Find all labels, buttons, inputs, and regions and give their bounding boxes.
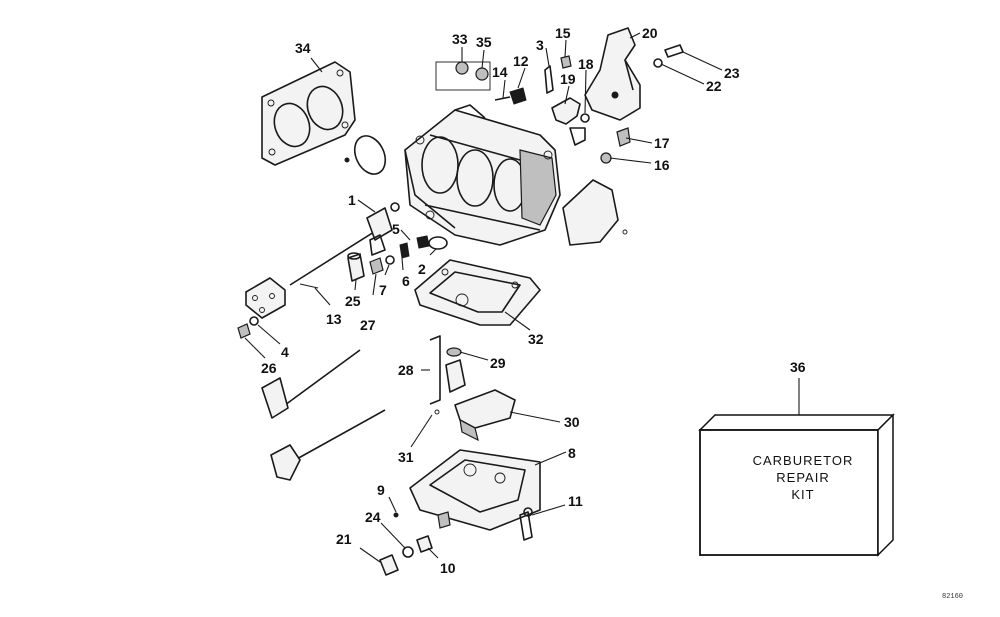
callout-14: 14 — [492, 64, 508, 80]
callout-2: 2 — [418, 261, 426, 277]
callout-30: 30 — [564, 414, 580, 430]
kit-label-line1: CARBURETOR — [753, 453, 854, 468]
top-hardware-cluster — [435, 61, 527, 105]
callout-34: 34 — [295, 40, 311, 56]
callout-20: 20 — [642, 25, 658, 41]
callout-25: 25 — [345, 293, 361, 309]
callout-8: 8 — [568, 445, 576, 461]
callout-3: 3 — [536, 37, 544, 53]
callout-31: 31 — [398, 449, 414, 465]
choke-shaft-assembly — [237, 316, 386, 481]
callout-24: 24 — [365, 509, 381, 525]
callout-18: 18 — [578, 56, 594, 72]
callout-11: 11 — [568, 493, 583, 509]
callout-23: 23 — [724, 65, 740, 81]
kit-label-line2: REPAIR — [776, 470, 829, 485]
flange-gasket-34 — [261, 61, 356, 166]
bowl-hardware-cluster — [379, 507, 533, 576]
callout-6: 6 — [402, 273, 410, 289]
bowl-gasket-32 — [414, 259, 541, 326]
callout-12: 12 — [513, 53, 529, 69]
callout-21: 21 — [336, 531, 352, 547]
callout-19: 19 — [560, 71, 576, 87]
callout-29: 29 — [490, 355, 506, 371]
float-bowl-8 — [409, 449, 541, 531]
callout-13: 13 — [326, 311, 342, 327]
callout-22: 22 — [706, 78, 722, 94]
callout-9: 9 — [377, 482, 385, 498]
callout-7: 7 — [379, 282, 387, 298]
callout-5: 5 — [392, 221, 400, 237]
callout-35: 35 — [476, 34, 492, 50]
callout-4: 4 — [281, 344, 289, 360]
kit-label-line3: KIT — [791, 487, 814, 502]
callout-33: 33 — [452, 31, 468, 47]
choke-cam-assembly — [544, 27, 684, 246]
callout-15: 15 — [555, 25, 571, 41]
callout-16: 16 — [654, 157, 670, 173]
throttle-shaft-assembly — [245, 207, 393, 319]
float-assembly — [429, 335, 516, 442]
throttle-plate — [344, 135, 387, 175]
callout-26: 26 — [261, 360, 277, 376]
callout-36: 36 — [790, 359, 806, 375]
callout-1: 1 — [348, 192, 356, 208]
carburetor-body — [404, 104, 561, 246]
callout-17: 17 — [654, 135, 670, 151]
figure-number: 82160 — [942, 593, 963, 601]
callout-labels: 1 2 3 4 5 6 7 8 9 10 11 12 13 14 15 16 1… — [261, 25, 806, 576]
callout-10: 10 — [440, 560, 456, 576]
small-hardware-cluster — [347, 202, 448, 282]
callout-28: 28 — [398, 362, 414, 378]
callout-32: 32 — [528, 331, 544, 347]
leader-lines — [244, 32, 800, 563]
repair-kit-box: CARBURETOR REPAIR KIT — [698, 413, 895, 557]
callout-27: 27 — [360, 317, 376, 333]
